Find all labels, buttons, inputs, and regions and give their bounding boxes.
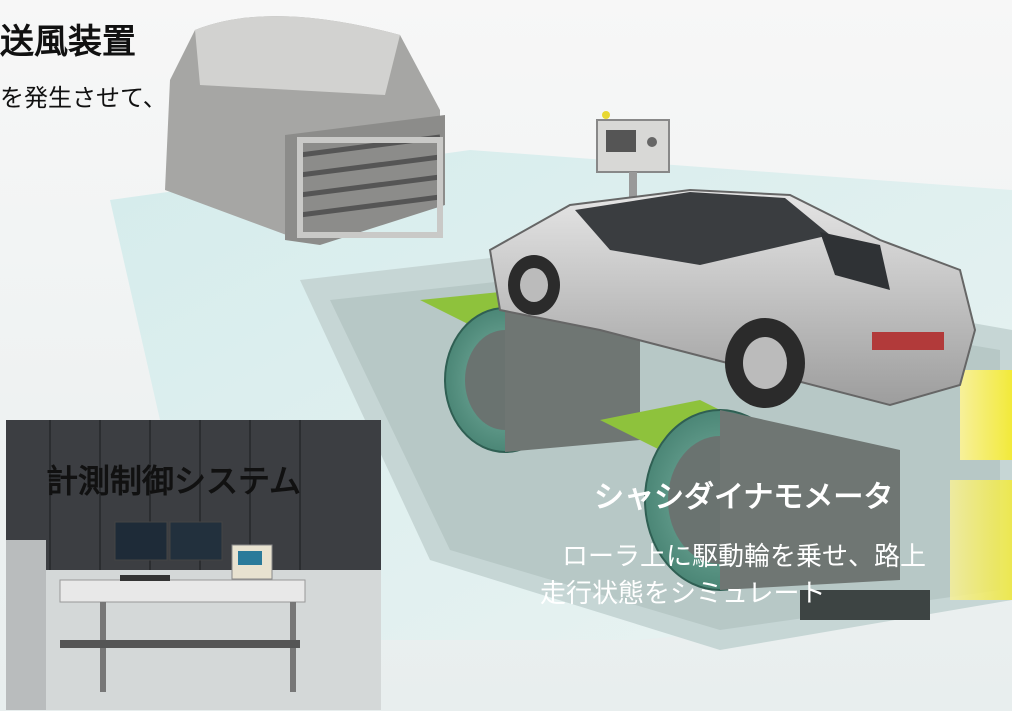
yellow-strip-right — [960, 370, 1012, 460]
control-console-icon — [6, 420, 381, 710]
roller-icon — [420, 290, 640, 453]
blower-description: を発生させて、 — [0, 84, 167, 112]
dynamometer-description-line2: 走行状態をシミュレート — [540, 579, 826, 609]
blower-title: 送風装置 — [0, 22, 136, 62]
car-icon — [488, 188, 977, 408]
roller-icon-front — [600, 400, 930, 620]
blower-icon — [165, 16, 445, 245]
control-system-title: 計測制御システム — [46, 462, 302, 500]
dynamometer-description-line1: ローラ上に駆動輪を乗せ、路上 — [562, 542, 927, 572]
dynamometer-title: シャシダイナモメータ — [594, 480, 894, 515]
yellow-strip-low — [950, 480, 1012, 600]
